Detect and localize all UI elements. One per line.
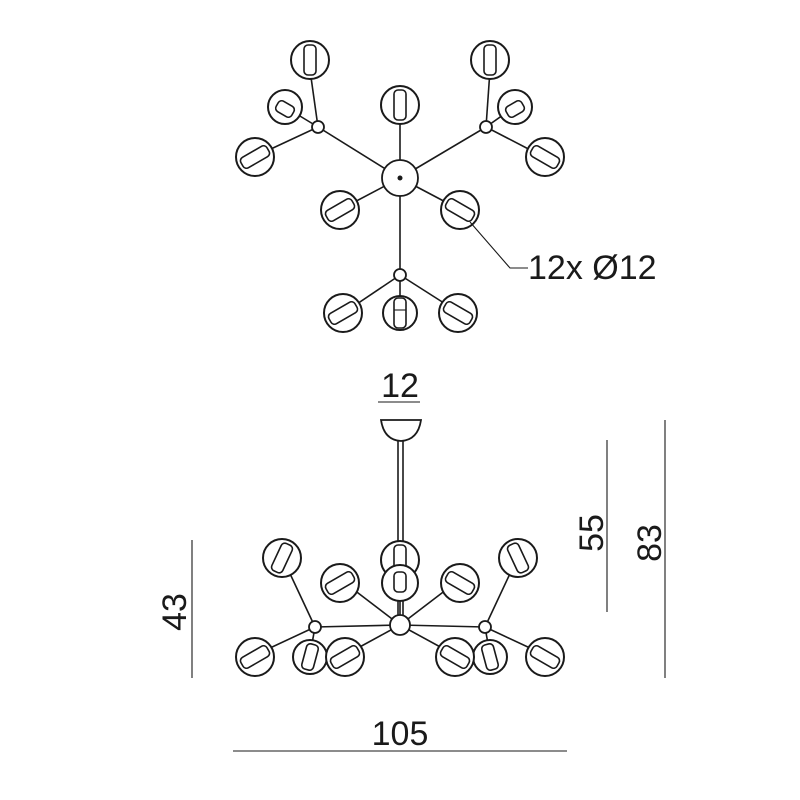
top-globe xyxy=(438,293,478,333)
side-globe xyxy=(292,639,328,675)
side-center-hub xyxy=(389,614,411,636)
side-globe xyxy=(498,538,538,578)
side-globe xyxy=(472,639,508,675)
top-globe xyxy=(235,137,275,177)
body-height-label: 55 xyxy=(573,514,611,552)
side-globe xyxy=(325,637,365,677)
fixture-height-label: 43 xyxy=(156,593,194,631)
side-globe xyxy=(440,563,480,603)
top-globe xyxy=(525,137,565,177)
top-globe xyxy=(380,85,420,125)
side-globe xyxy=(320,563,360,603)
sub-hub xyxy=(311,120,325,134)
sub-hub xyxy=(393,268,407,282)
side-globe xyxy=(435,637,475,677)
top-globe xyxy=(382,295,418,331)
top-globe xyxy=(290,40,330,80)
side-sub-hub xyxy=(308,620,322,634)
canopy xyxy=(379,419,423,442)
top-globe xyxy=(323,293,363,333)
bulbs-label: 12x Ø12 xyxy=(528,249,657,287)
total-height-label: 83 xyxy=(631,524,669,562)
fixture-width-label: 105 xyxy=(372,715,429,753)
side-globe xyxy=(262,538,302,578)
side-globe xyxy=(235,637,275,677)
sub-hub xyxy=(479,120,493,134)
side-globe xyxy=(525,637,565,677)
side-sub-hub xyxy=(478,620,492,634)
canopy-width-label: 12 xyxy=(381,367,419,405)
top-globe xyxy=(320,190,360,230)
top-globe xyxy=(440,190,480,230)
bulb-leader-line xyxy=(469,221,528,269)
top-globe xyxy=(267,89,303,125)
top-globe xyxy=(470,40,510,80)
top-view: 12x Ø12 xyxy=(235,40,657,333)
side-globe xyxy=(381,564,419,602)
top-globe xyxy=(497,89,533,125)
side-view: 12 xyxy=(156,367,669,753)
